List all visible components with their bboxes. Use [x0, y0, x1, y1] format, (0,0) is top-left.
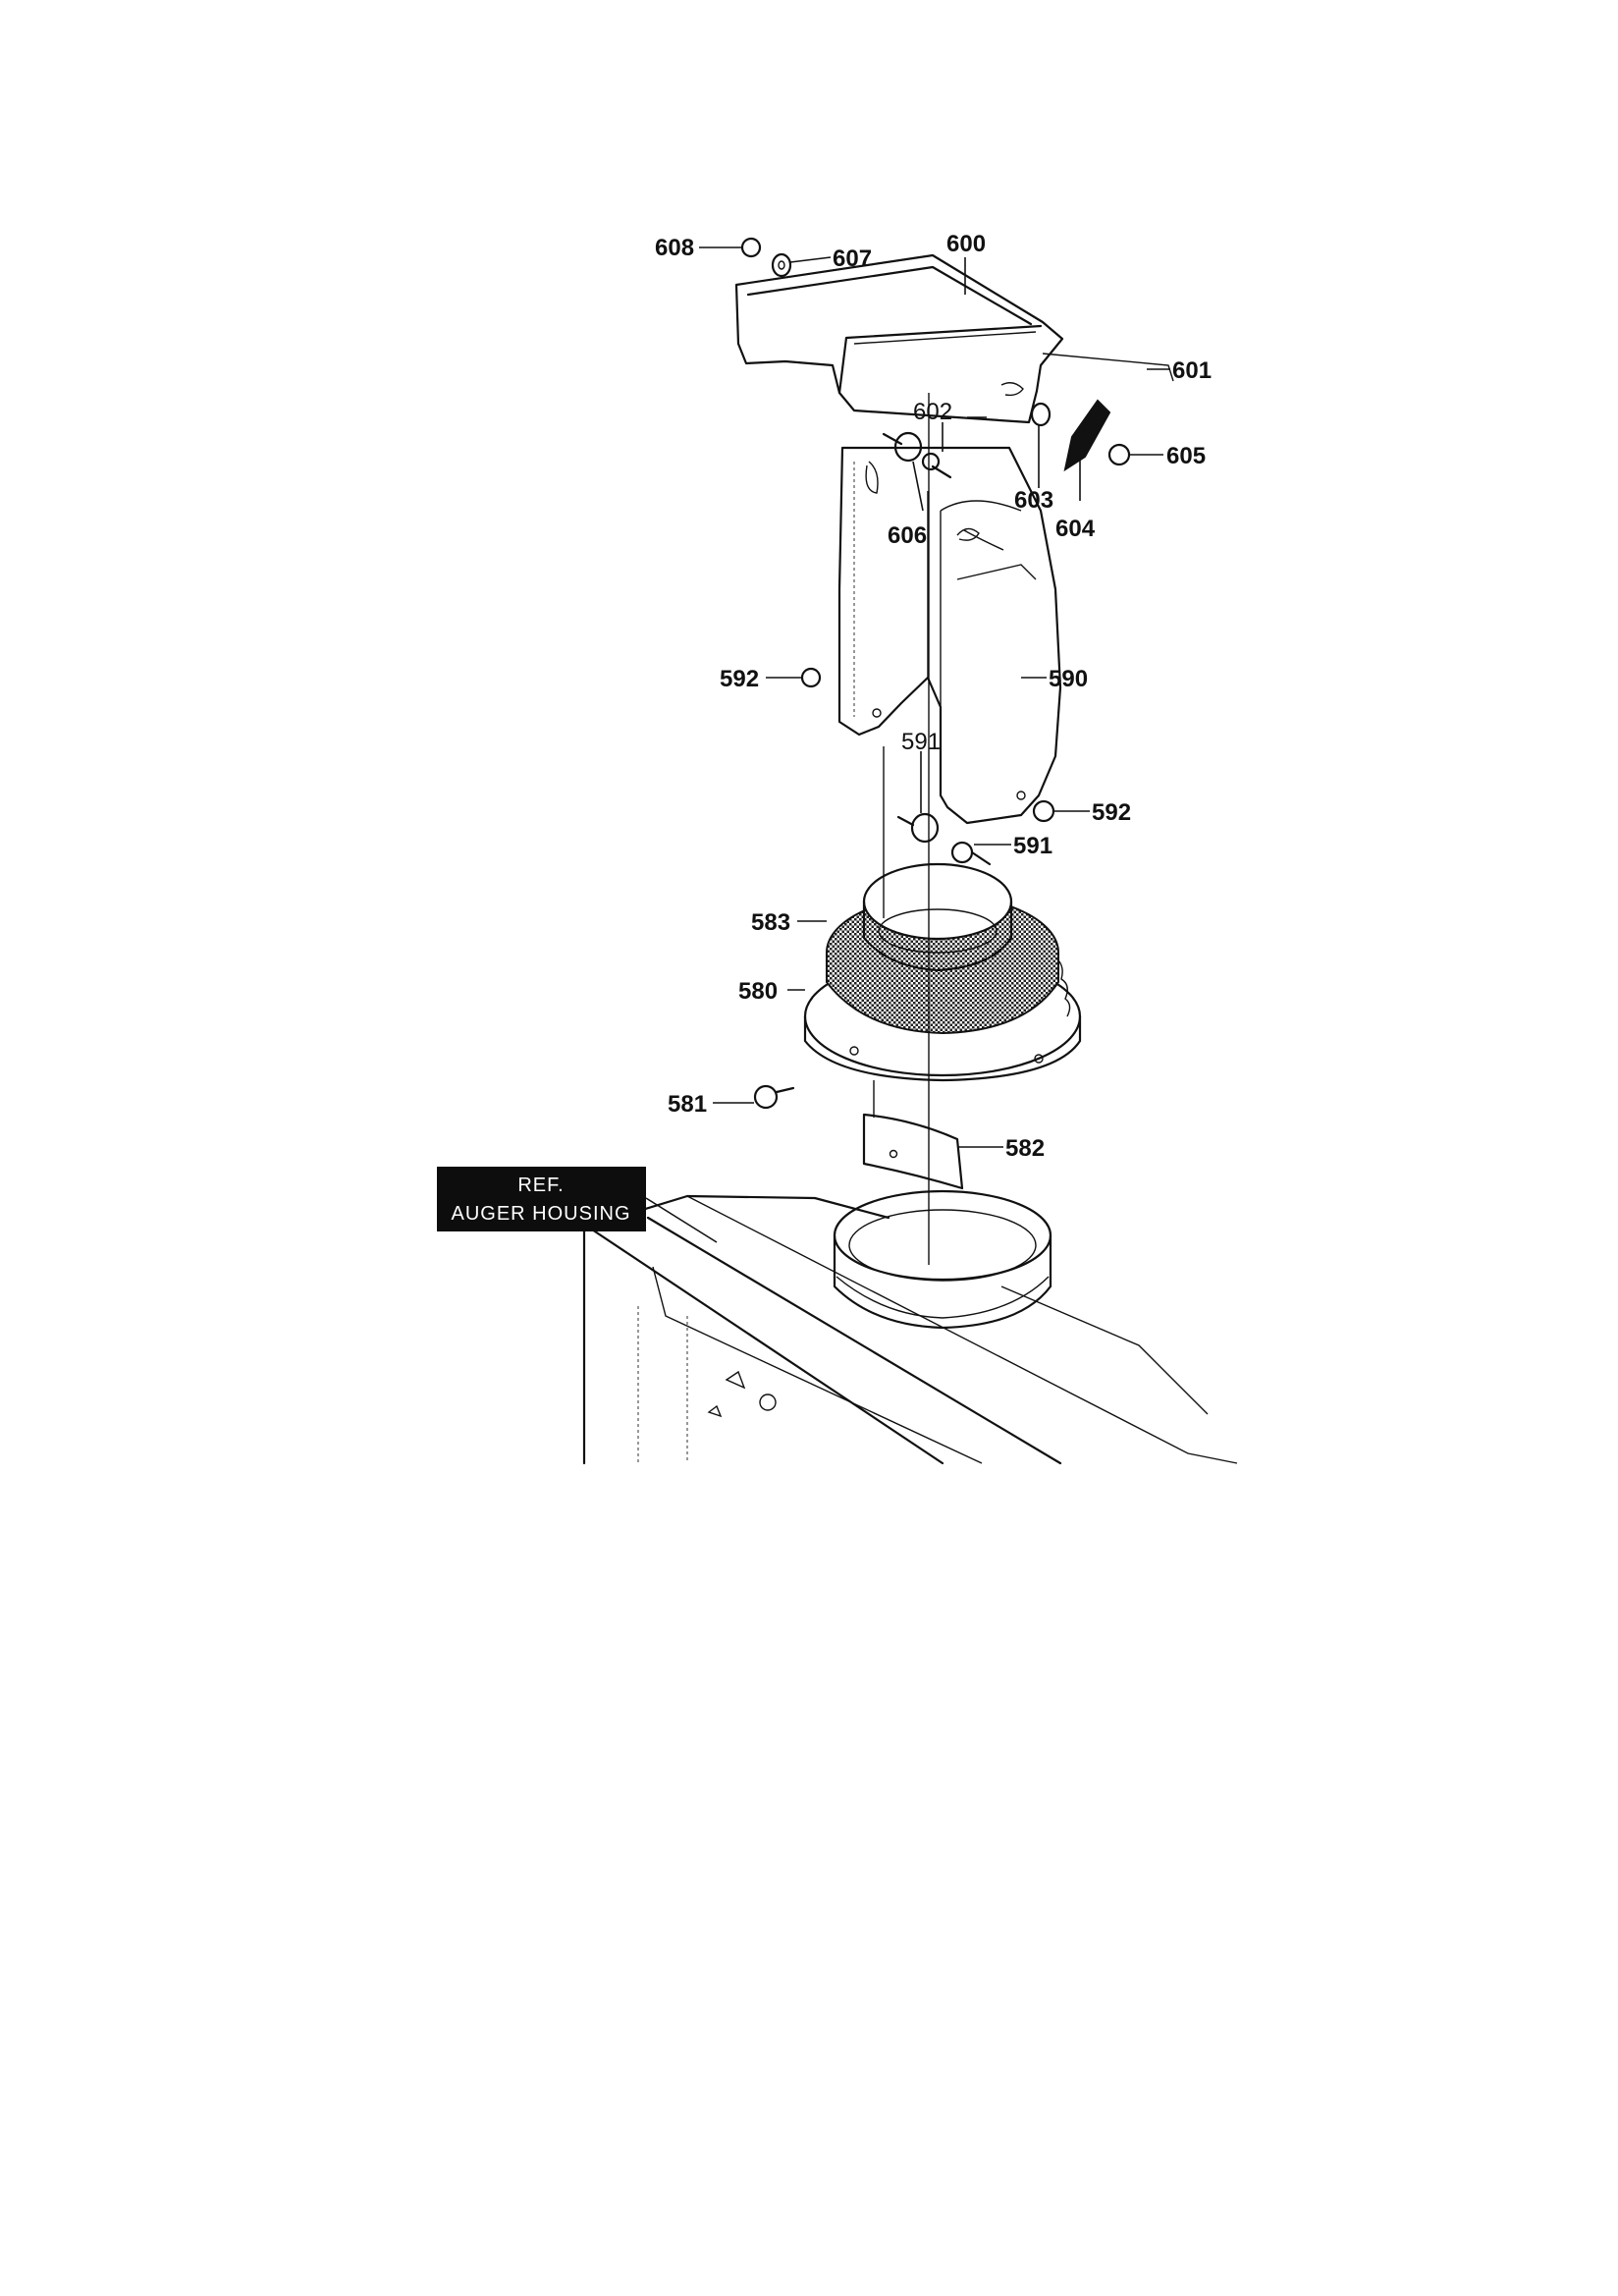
bolt-591-right — [950, 841, 974, 864]
callout-592-left: 592 — [720, 666, 759, 692]
callout-592-right: 592 — [1092, 799, 1131, 826]
callout-581: 581 — [668, 1091, 707, 1118]
bolt-591-left — [910, 812, 940, 844]
chute-ring-assembly — [803, 862, 1082, 1082]
callout-583: 583 — [751, 909, 790, 936]
nut-605 — [1107, 443, 1131, 466]
callout-590: 590 — [1049, 666, 1088, 692]
nut-592-right — [1032, 799, 1055, 823]
deflector-hood-600 — [734, 253, 1174, 424]
callout-582: 582 — [1005, 1135, 1045, 1162]
callout-601: 601 — [1172, 357, 1212, 384]
reference-auger-housing-box: REF. AUGER HOUSING — [437, 1167, 646, 1231]
screw-581 — [753, 1084, 779, 1110]
discharge-chute-590 — [837, 446, 1062, 825]
hardware-parts — [740, 237, 1131, 1110]
callout-605: 605 — [1166, 443, 1206, 469]
callout-604: 604 — [1055, 516, 1096, 542]
nut-608 — [740, 237, 762, 258]
callout-580: 580 — [738, 978, 778, 1005]
reference-line-2: AUGER HOUSING — [451, 1203, 630, 1225]
washer-607 — [771, 252, 792, 278]
nut-592-left — [800, 667, 822, 688]
callout-labels: 608 607 600 601 602 603 604 605 606 592 … — [655, 231, 1212, 1162]
washer-603 — [1030, 402, 1052, 427]
assembly-axis — [873, 393, 930, 1265]
callout-591-lower: 591 — [1013, 833, 1052, 859]
callout-603: 603 — [1014, 487, 1053, 514]
auger-housing-reference — [582, 1189, 1238, 1465]
reference-line-1: REF. — [517, 1175, 564, 1196]
callout-leaders — [583, 246, 1170, 1243]
callout-608: 608 — [655, 235, 694, 261]
knob-604 — [1063, 399, 1111, 472]
callout-600: 600 — [946, 231, 986, 257]
plate-582 — [862, 1113, 964, 1190]
callout-602: 602 — [913, 399, 952, 425]
callout-607: 607 — [833, 246, 872, 272]
callout-606: 606 — [888, 522, 927, 549]
spacer-606 — [893, 431, 923, 463]
callout-591-upper: 591 — [901, 729, 941, 755]
